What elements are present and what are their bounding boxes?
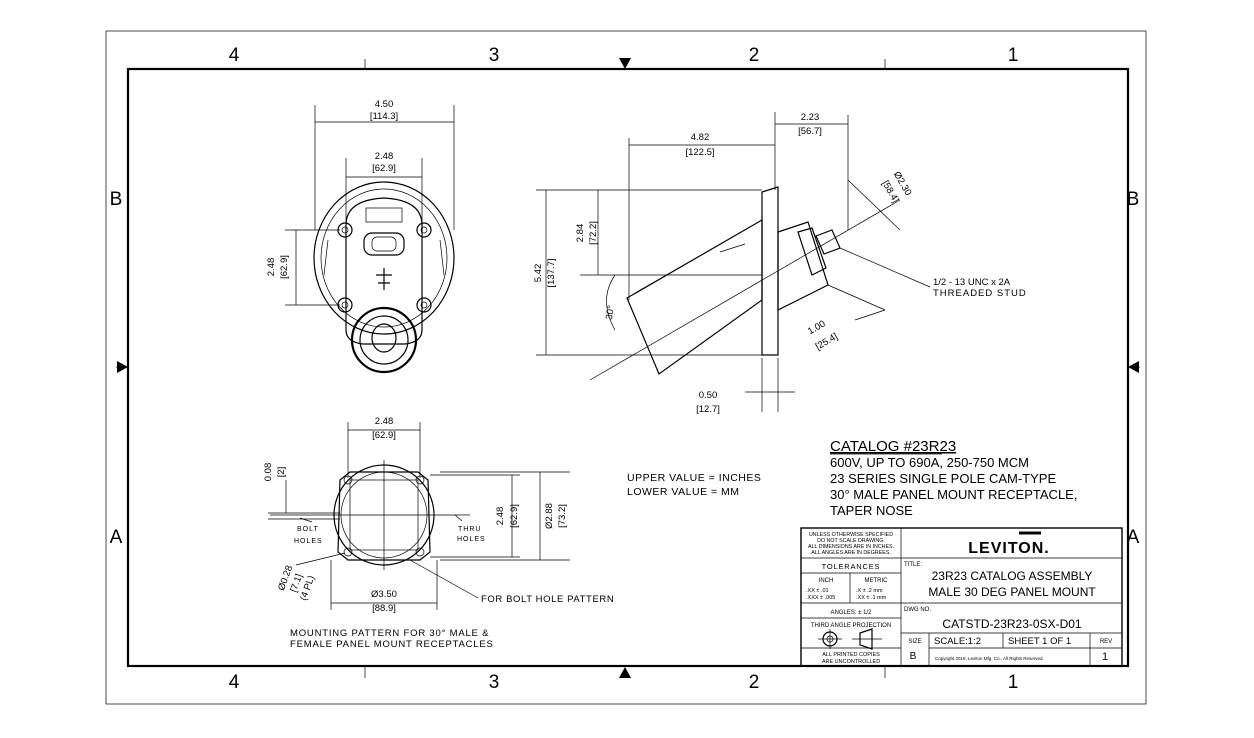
rev-value: 1 <box>1102 651 1108 663</box>
zone-row-right-a: A <box>1127 527 1140 548</box>
mounting-pattern <box>268 422 570 610</box>
unless-note-4: ALL ANGLES ARE IN DEGREES. <box>811 550 891 556</box>
projection-label: THIRD ANGLE PROJECTION <box>811 623 891 629</box>
dwg-no: CATSTD-23R23-0SX-D01 <box>942 617 1081 631</box>
front-width-mm: [114.3] <box>370 111 398 122</box>
rev-label: REV <box>1100 639 1112 645</box>
side-height-in: 5.42 <box>533 264 544 283</box>
mp-top-width-in: 2.48 <box>375 416 394 427</box>
catalog-heading: CATALOG #23R23 <box>830 438 956 455</box>
stud-note-line2: THREADED STUD <box>933 288 1027 299</box>
side-offset-in: 2.84 <box>575 224 586 243</box>
mp-top-width-mm: [62.9] <box>372 430 396 441</box>
inch-row-2: .XXX ± .005 <box>806 595 835 601</box>
side-height-mm: [137.7] <box>546 258 557 287</box>
metric-row-1: .X ± .2 mm <box>856 588 883 594</box>
side-stud-length-mm: [56.7] <box>798 126 822 137</box>
front-inner-width-in: 2.48 <box>375 151 394 162</box>
front-width-in: 4.50 <box>375 99 394 110</box>
zone-col-top-1: 1 <box>1008 45 1019 66</box>
inner-border <box>126 67 1130 668</box>
front-height-mm: [62.9] <box>279 255 290 279</box>
mp-bolt-circle-in: Ø3.50 <box>371 589 397 600</box>
units-note-line1: UPPER VALUE = INCHES <box>627 472 761 484</box>
title-line-1: 23R23 CATALOG ASSEMBLY <box>932 569 1093 583</box>
side-view <box>536 112 931 412</box>
unless-note-3: ALL DIMENSIONS ARE IN INCHES. <box>808 544 894 550</box>
mp-height-mm: [62.9] <box>509 504 520 528</box>
side-offset-mm: [72.2] <box>588 221 599 245</box>
scale: SCALE:1:2 <box>934 636 981 647</box>
inch-row-1: .XX ± .01 <box>806 588 829 594</box>
size-value: B <box>910 651 917 662</box>
catalog-line-3: 30° MALE PANEL MOUNT RECEPTACLE, <box>830 487 1077 502</box>
front-inner-width-mm: [62.9] <box>372 163 396 174</box>
outer-border <box>105 30 1147 705</box>
mp-thru-label-1: THRU <box>458 526 481 533</box>
inch-label: INCH <box>819 578 834 584</box>
title-block <box>800 527 1123 667</box>
mp-outer-dia-mm: [73.2] <box>557 504 568 528</box>
sheet-number: SHEET 1 OF 1 <box>1008 636 1071 647</box>
mp-small-in: 0.08 <box>263 463 274 482</box>
zone-row-left-a: A <box>110 527 123 548</box>
mp-small-mm: [2] <box>276 467 287 478</box>
catalog-line-2: 23 SERIES SINGLE POLE CAM-TYPE <box>830 471 1056 486</box>
side-length-in: 4.82 <box>691 132 710 143</box>
zone-col-bottom-2: 2 <box>749 672 760 693</box>
angles-tolerance: ANGLES: ± 1/2 <box>831 610 873 616</box>
side-flange-mm: [12.7] <box>696 404 720 415</box>
mp-outer-dia-in: Ø2.88 <box>544 503 555 529</box>
metric-label: METRIC <box>865 578 889 584</box>
units-note-line2: LOWER VALUE = MM <box>627 486 740 498</box>
copyright: Copyright 2016, Leviton Mfg. Co., All Ri… <box>935 656 1044 661</box>
zone-col-top-2: 2 <box>749 45 760 66</box>
catalog-line-4: TAPER NOSE <box>830 503 913 518</box>
mp-caption-line1: MOUNTING PATTERN FOR 30° MALE & <box>290 628 489 639</box>
mp-bolt-label-2: HOLES <box>294 538 323 545</box>
unless-note-1: UNLESS OTHERWISE SPECIFIED <box>809 532 893 538</box>
title-line-2: MALE 30 DEG PANEL MOUNT <box>928 585 1096 599</box>
mp-height-in: 2.48 <box>495 507 506 526</box>
printed-copies-2: ARE UNCONTROLLED <box>822 659 880 665</box>
stud-note-line1: 1/2 - 13 UNC x 2A <box>933 277 1011 288</box>
unless-note-2: DO NOT SCALE DRAWING. <box>817 538 885 544</box>
mp-bolt-label-1: BOLT <box>297 526 319 533</box>
mp-thru-label-2: HOLES <box>457 536 486 543</box>
front-height-in: 2.48 <box>266 258 277 277</box>
projection-symbol <box>818 628 882 650</box>
side-angle: 30° <box>604 304 617 320</box>
leviton-logo: LEVITON. <box>968 540 1050 557</box>
side-length-mm: [122.5] <box>685 147 714 158</box>
zone-row-right-b: B <box>1127 189 1140 210</box>
size-label: SIZE <box>908 639 921 645</box>
side-flange-in: 0.50 <box>699 390 718 401</box>
mp-bolt-circle-mm: [88.9] <box>372 603 396 614</box>
catalog-line-1: 600V, UP TO 690A, 250-750 MCM <box>830 455 1029 470</box>
zone-col-top-4: 4 <box>229 45 240 66</box>
mp-bolt-pattern-note: FOR BOLT HOLE PATTERN <box>481 594 614 605</box>
zone-col-bottom-4: 4 <box>229 672 240 693</box>
mp-caption-line2: FEMALE PANEL MOUNT RECEPTACLES <box>290 639 494 650</box>
printed-copies-1: ALL PRINTED COPIES <box>822 652 880 658</box>
zone-col-top-3: 3 <box>489 45 500 66</box>
zone-row-left-b: B <box>110 189 123 210</box>
dwg-no-label: DWG NO. <box>904 607 931 613</box>
front-view <box>285 105 455 374</box>
title-label: TITLE: <box>904 562 922 568</box>
side-depth-mm: [25.4] <box>814 331 840 352</box>
tolerances-label: TOLERANCES <box>822 562 881 571</box>
center-arrows <box>117 58 1139 678</box>
zone-col-bottom-3: 3 <box>489 672 500 693</box>
side-stud-length-in: 2.23 <box>801 112 820 123</box>
metric-row-2: .XX ± .1 mm <box>856 595 887 601</box>
zone-col-bottom-1: 1 <box>1008 672 1019 693</box>
side-depth-in: 1.00 <box>806 318 828 337</box>
